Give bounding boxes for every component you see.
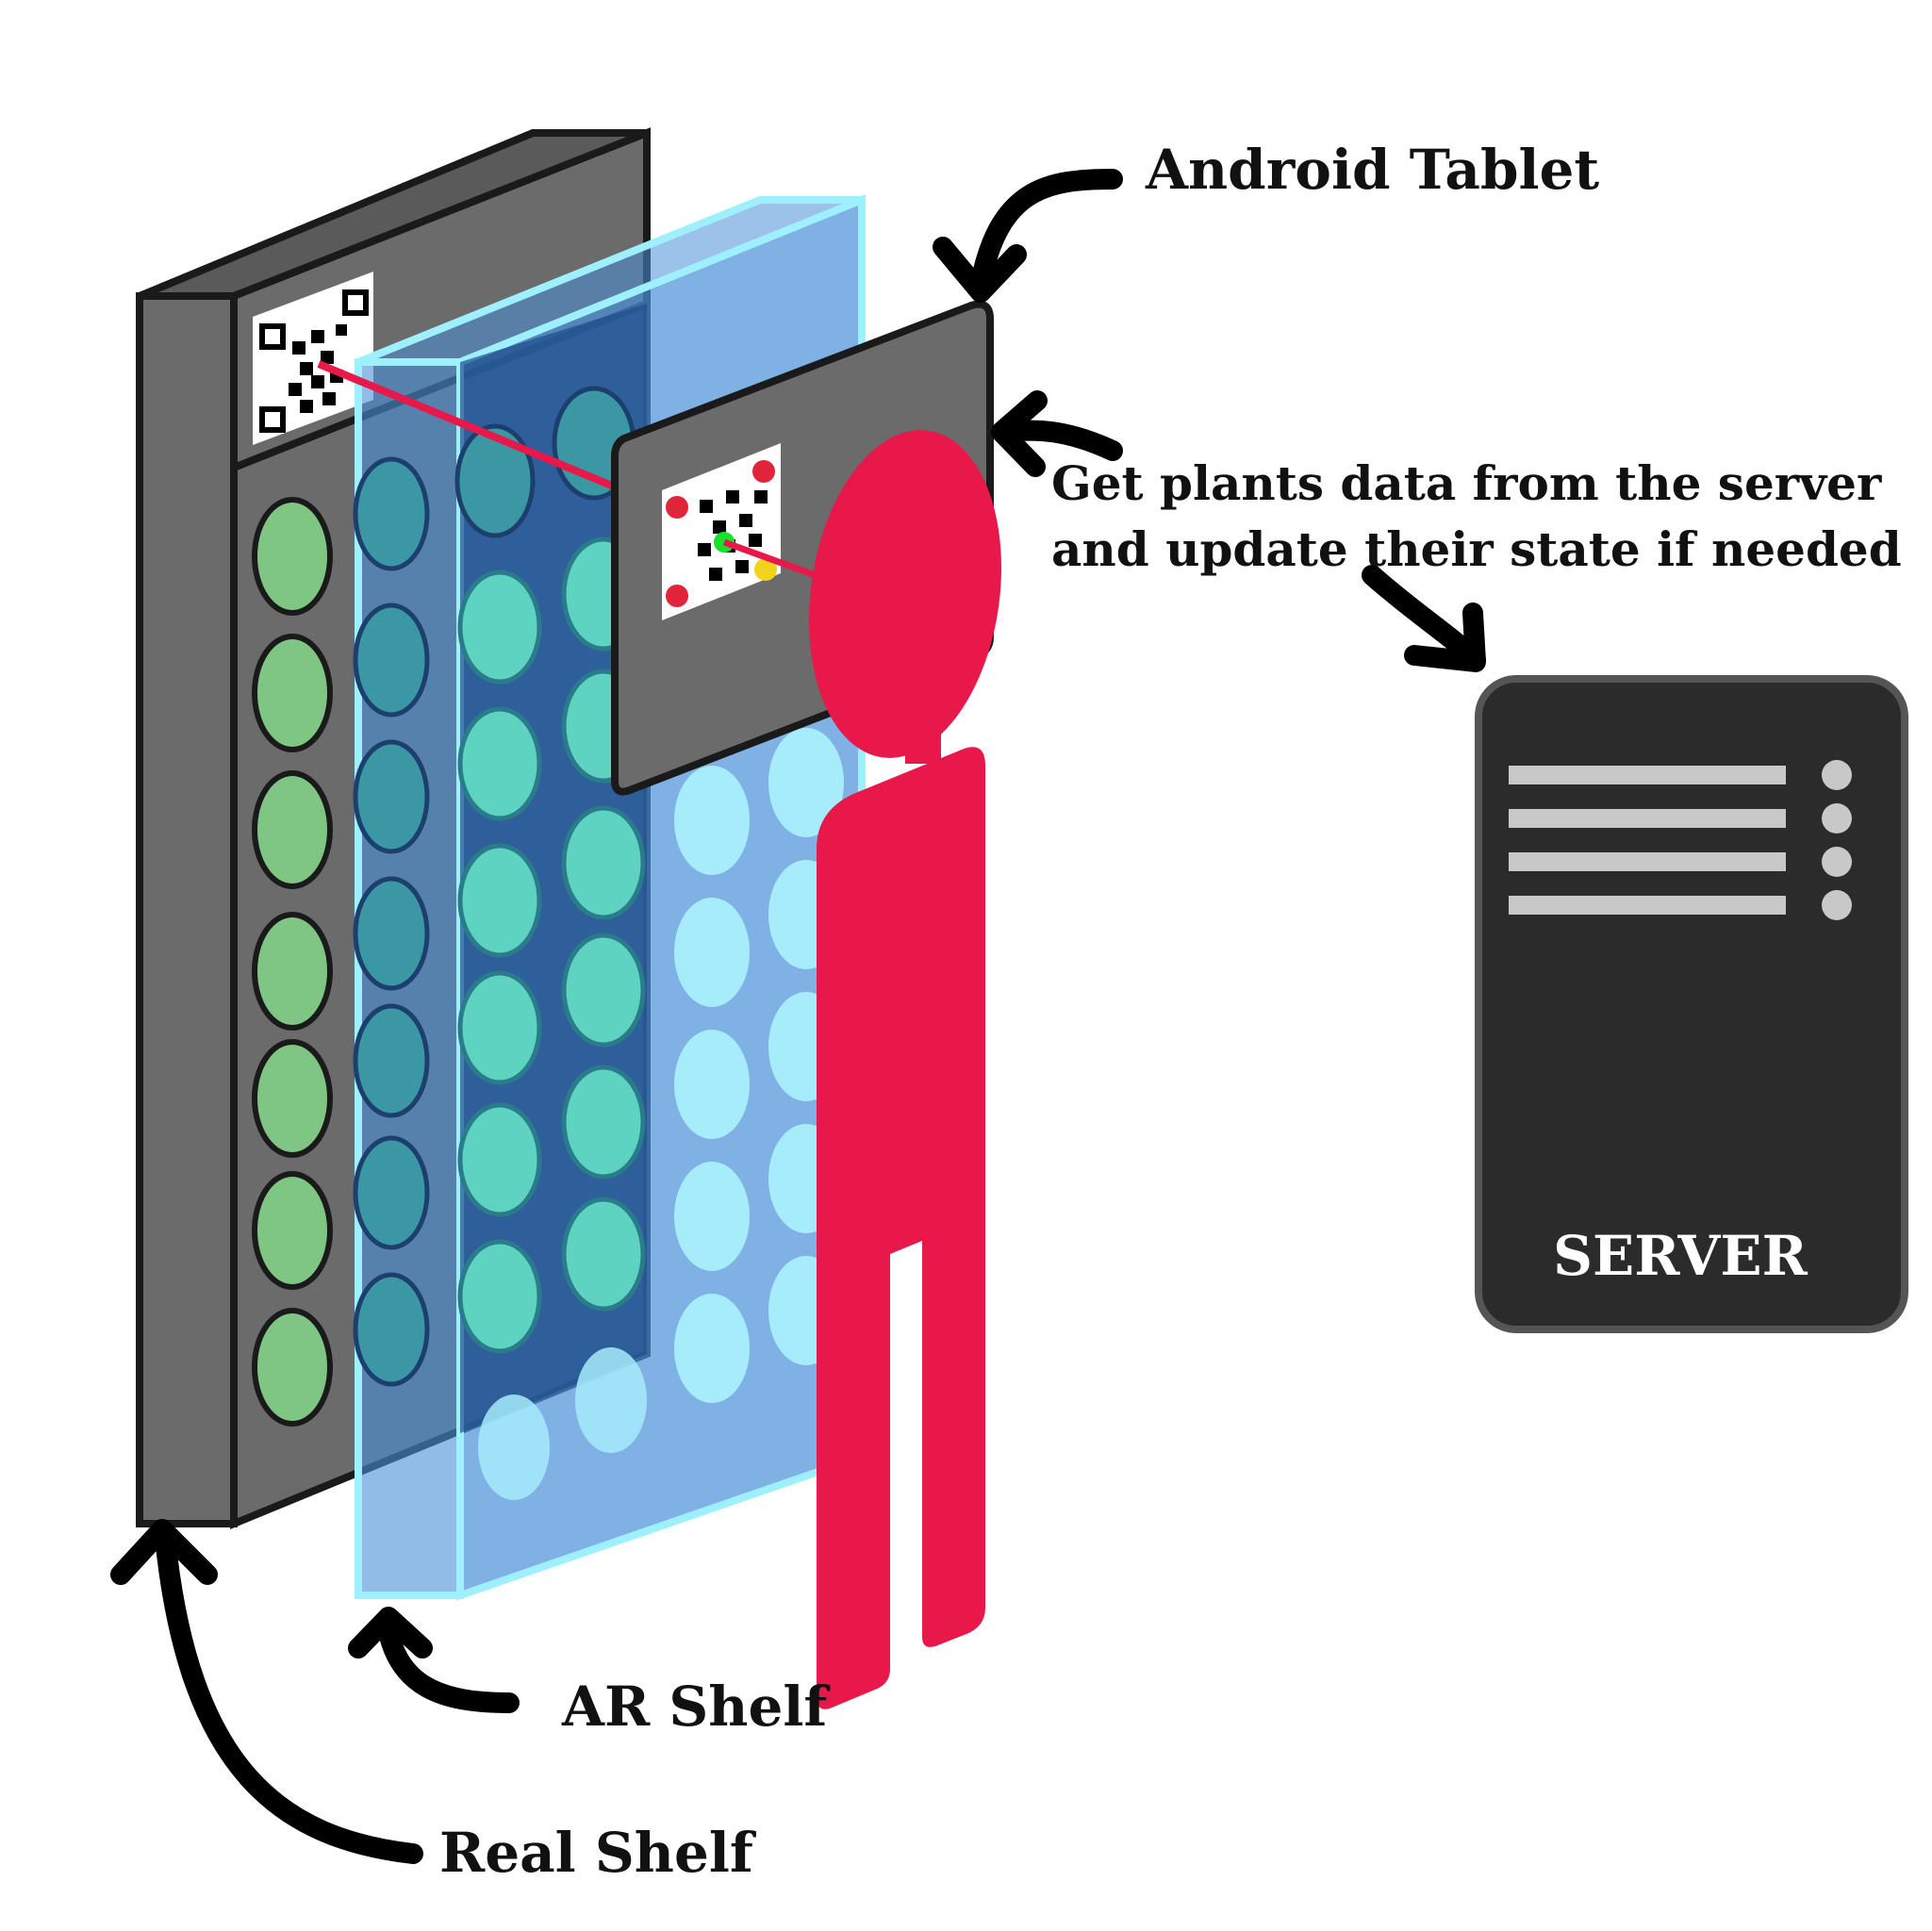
- ar-plants-col-4: [674, 766, 750, 1403]
- ar-plant: [353, 602, 430, 718]
- ar-plant: [454, 423, 536, 538]
- server-bar: [1509, 852, 1786, 871]
- ar-plant: [575, 1347, 647, 1453]
- ar-plant: [674, 898, 750, 1007]
- ar-plant: [561, 1065, 646, 1180]
- plant: [252, 497, 333, 616]
- tracking-line-tablet: [722, 538, 822, 581]
- ar-plant: [353, 1003, 430, 1118]
- marker-red: [666, 496, 688, 519]
- ar-plant: [478, 1395, 550, 1500]
- real-shelf-side: [136, 292, 238, 1527]
- server-led: [1822, 760, 1852, 790]
- server-bar: [1509, 896, 1786, 915]
- ar-plant: [561, 805, 646, 920]
- real-shelf-label: Real Shelf: [439, 1821, 757, 1885]
- ar-plant: [457, 706, 542, 821]
- server-led: [1822, 847, 1852, 877]
- server-bar: [1509, 766, 1786, 784]
- plant: [252, 1171, 333, 1290]
- server-body: [1475, 675, 1908, 1333]
- curved-arrow-icon: [1404, 602, 1486, 672]
- ar-plant: [768, 728, 844, 837]
- person-body: [817, 747, 985, 1709]
- ar-plant: [353, 456, 430, 571]
- ar-plant: [674, 1294, 750, 1403]
- ar-plant: [457, 1102, 542, 1217]
- android-tablet-label: Android Tablet: [1145, 138, 1599, 202]
- qr-code-icon: [662, 443, 781, 620]
- marker-red: [752, 460, 775, 483]
- plant: [252, 912, 333, 1031]
- curved-arrow-icon: [110, 1519, 218, 1585]
- plant: [252, 634, 333, 752]
- server-caption-line-2: and update their state if needed: [1051, 521, 1902, 577]
- server-label: SERVER: [1553, 1224, 1808, 1288]
- person-head: [809, 430, 1001, 758]
- marker-yellow: [754, 558, 777, 581]
- ar-plant: [561, 932, 646, 1048]
- ar-plant: [457, 970, 542, 1085]
- curved-arrow-icon: [376, 1611, 520, 1713]
- curved-arrow-icon: [155, 1527, 423, 1864]
- plant: [252, 1039, 333, 1158]
- ar-shelf-label: AR Shelf: [561, 1675, 831, 1739]
- curved-arrow-icon: [348, 1607, 433, 1659]
- ar-plant: [457, 843, 542, 958]
- ar-plant: [561, 1197, 646, 1312]
- qr-code-icon: [253, 272, 373, 445]
- plant: [252, 770, 333, 889]
- server-led: [1822, 890, 1852, 920]
- arrows: [110, 169, 1486, 1864]
- marker-red: [666, 585, 688, 607]
- ar-plant: [353, 876, 430, 991]
- server-led: [1822, 803, 1852, 833]
- plant: [252, 1308, 333, 1427]
- curved-arrow-icon: [933, 237, 1027, 303]
- ar-plant: [674, 1030, 750, 1139]
- ar-plants-col-2: [454, 423, 550, 1500]
- server-bar: [1509, 809, 1786, 828]
- ar-plant: [457, 569, 542, 685]
- server-icon: SERVER: [1475, 675, 1908, 1333]
- ar-plant: [353, 1272, 430, 1387]
- person-neck: [905, 726, 941, 764]
- ar-plant: [353, 739, 430, 854]
- person-icon: [809, 430, 1001, 1709]
- ar-plants-col-1: [353, 456, 430, 1387]
- ar-plant: [674, 766, 750, 875]
- real-shelf-plants: [252, 497, 333, 1427]
- server-caption-line-1: Get plants data from the server: [1051, 455, 1882, 511]
- ar-plant: [457, 1239, 542, 1354]
- curved-arrow-icon: [970, 169, 1123, 293]
- tracking-line: [317, 360, 632, 497]
- ar-plant: [353, 1135, 430, 1250]
- ar-plant: [674, 1162, 750, 1271]
- curved-arrow-icon: [991, 390, 1048, 477]
